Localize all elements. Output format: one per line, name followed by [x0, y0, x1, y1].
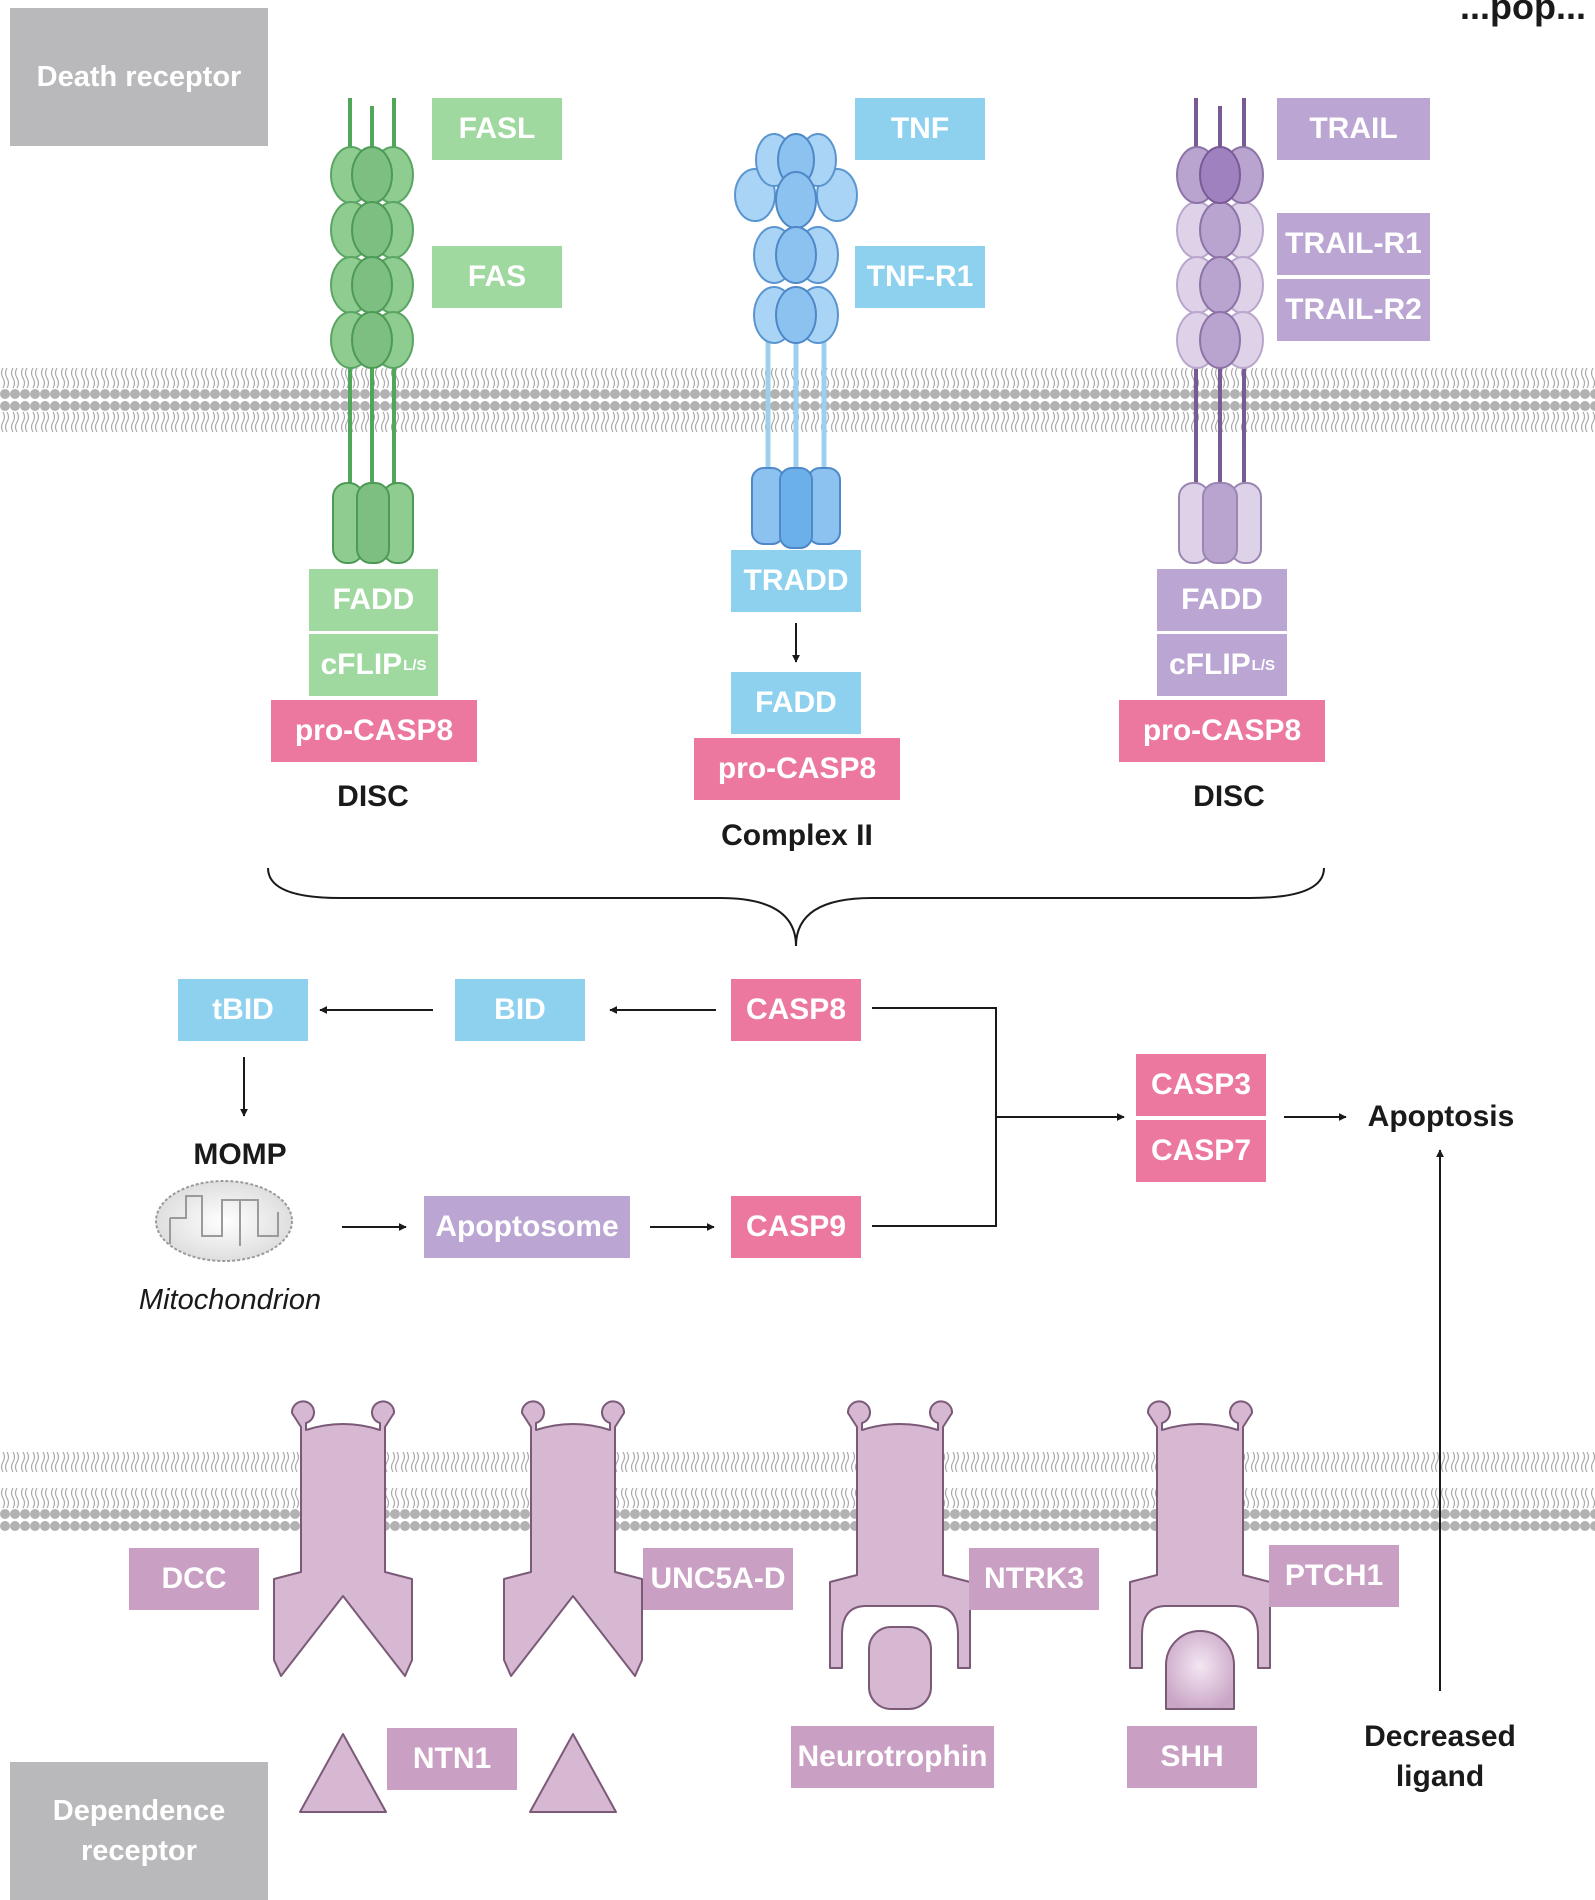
mitochondrion-label: Mitochondrion: [138, 1284, 322, 1316]
tnf-pro-casp8-label: pro-CASP8: [694, 738, 900, 800]
fasl-label: FASL: [432, 98, 562, 160]
death-receptor-section-label: Death receptor: [10, 8, 268, 146]
complex-ii-label: Complex II: [721, 819, 873, 852]
trail-pro-casp8-label: pro-CASP8: [1119, 700, 1325, 762]
trail-disc-label: DISC: [1193, 780, 1265, 813]
shh-label: SHH: [1127, 1726, 1257, 1788]
tnf-fadd-label: FADD: [731, 672, 861, 734]
decreased-ligand-label: Decreased ligand: [1364, 1720, 1516, 1793]
trail-cflip-text: cFLIP: [1168, 648, 1251, 681]
fas-cflip-subscript: L/S: [403, 656, 427, 674]
ptch1-label: PTCH1: [1269, 1545, 1399, 1607]
bottom-membrane: [0, 1452, 1595, 1532]
dependence-receptor-section-label: Dependence receptor: [10, 1762, 268, 1900]
tnf-receptor-complex: [734, 133, 858, 549]
tnf-r1-label: TNF-R1: [855, 246, 985, 308]
apoptosome-label: Apoptosome: [424, 1196, 630, 1258]
bid-label: BID: [455, 979, 585, 1041]
trail-cflip-subscript: L/S: [1251, 656, 1276, 674]
fas-disc-label: DISC: [337, 780, 409, 813]
pathway-arrows: [240, 623, 1444, 1691]
dependence-receptor-shapes: [273, 1400, 1271, 1813]
mitochondrion-icon: [155, 1180, 293, 1262]
apoptosis-label: Apoptosis: [1367, 1100, 1515, 1133]
tbid-label: tBID: [178, 979, 308, 1041]
casp7-label: CASP7: [1136, 1120, 1266, 1182]
casp3-label: CASP3: [1136, 1054, 1266, 1116]
casp9-label: CASP9: [731, 1196, 861, 1258]
ntn1-label: NTN1: [387, 1728, 517, 1790]
casp8-label: CASP8: [731, 979, 861, 1041]
unc5-label: UNC5A-D: [643, 1548, 793, 1610]
trail-fadd-label: FADD: [1157, 569, 1287, 631]
tradd-label: TRADD: [731, 550, 861, 612]
trail-label: TRAIL: [1277, 98, 1430, 160]
fas-receptor-complex: [330, 98, 414, 564]
ntrk3-label: NTRK3: [969, 1548, 1099, 1610]
trail-r2-label: TRAIL-R2: [1277, 279, 1430, 341]
tnf-label: TNF: [855, 98, 985, 160]
fas-pro-casp8-label: pro-CASP8: [271, 700, 477, 762]
dcc-label: DCC: [129, 1548, 259, 1610]
fas-fadd-label: FADD: [309, 569, 438, 631]
trail-r1-label: TRAIL-R1: [1277, 213, 1430, 275]
momp-label: MOMP: [193, 1138, 287, 1171]
trail-receptor-complex: [1176, 98, 1264, 564]
neurotrophin-label: Neurotrophin: [791, 1726, 994, 1788]
figure-title-fragment: ...pop...: [1460, 0, 1586, 27]
fas-cflip-text: cFLIP: [320, 648, 403, 681]
fas-label: FAS: [432, 246, 562, 308]
